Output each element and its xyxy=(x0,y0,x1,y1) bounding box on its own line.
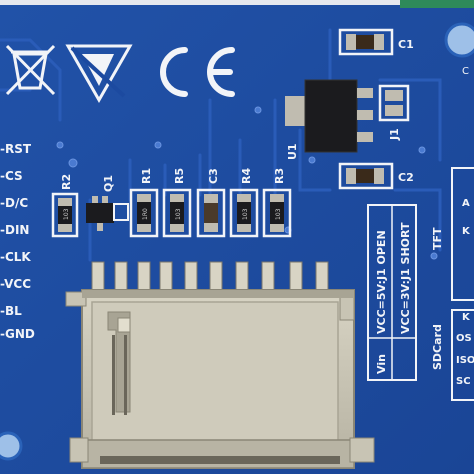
label-sdcard: SDCard xyxy=(431,324,444,370)
pin-labels: -RST -CS -D/C -DIN -CLK -VCC -BL -GND xyxy=(0,142,35,341)
pin-label-vcc: -VCC xyxy=(0,277,31,291)
resistor-r5 xyxy=(162,188,192,238)
resistor-r3-code: 103 xyxy=(275,208,282,220)
regulator-u1 xyxy=(285,79,373,153)
pin-label-rst: -RST xyxy=(0,142,32,156)
capacitor-c2 xyxy=(338,162,394,190)
mounting-hole-bottom-left xyxy=(0,431,23,461)
jumper-note-box xyxy=(367,204,417,381)
resistor-r3 xyxy=(262,188,292,238)
pcb-traces xyxy=(0,28,442,262)
resistor-r4 xyxy=(229,188,259,238)
right-edge-partial-text: A K K OS ISO SC xyxy=(456,198,474,387)
svg-text:K: K xyxy=(462,226,471,237)
svg-text:ISO: ISO xyxy=(456,355,474,366)
sd-card-slot xyxy=(65,261,375,469)
resistor-r2-code: 103 xyxy=(63,208,70,220)
jumper-note-line2: VCC=3V:J1 SHORT xyxy=(399,222,412,334)
label-r2: R2 xyxy=(60,174,73,190)
label-r5: R5 xyxy=(173,168,186,184)
label-c3: C3 xyxy=(207,168,220,184)
svg-text:OS: OS xyxy=(456,333,472,344)
resistor-r5-code: 103 xyxy=(175,208,182,220)
edge-text-c: C xyxy=(462,66,469,77)
mounting-hole-top-right xyxy=(444,22,474,58)
ce-mark xyxy=(160,47,235,97)
label-tft: TFT xyxy=(431,227,444,250)
svg-text:K: K xyxy=(462,312,471,323)
right-header-outline xyxy=(451,167,474,401)
label-c2: C2 xyxy=(398,171,414,184)
label-r3: R3 xyxy=(273,168,286,184)
resistor-r2 xyxy=(51,192,79,238)
resistor-r1 xyxy=(129,188,159,238)
label-q1: Q1 xyxy=(102,175,115,192)
svg-text:A: A xyxy=(462,198,470,209)
pin-label-dc: -D/C xyxy=(0,196,28,210)
sd-card-contacts xyxy=(91,261,329,293)
pin-label-gnd: -GND xyxy=(0,327,35,341)
svg-text:SC: SC xyxy=(456,376,471,387)
capacitor-c3 xyxy=(196,188,226,238)
jumper-note-vin: Vin xyxy=(375,354,388,374)
resistor-r1-code: 1R0 xyxy=(142,208,149,220)
esd-symbol xyxy=(65,44,133,104)
label-r4: R4 xyxy=(240,168,253,184)
resistor-r4-code: 103 xyxy=(242,208,249,220)
pin-label-cs: -CS xyxy=(0,169,23,183)
label-u1: U1 xyxy=(286,143,299,160)
transistor-q1 xyxy=(86,196,129,231)
label-c1: C1 xyxy=(398,38,414,51)
label-r1: R1 xyxy=(140,168,153,184)
edge-green-strip xyxy=(400,0,474,8)
jumper-j1 xyxy=(378,84,410,122)
capacitor-c1 xyxy=(338,28,394,56)
edge-white-strip xyxy=(0,0,400,5)
label-j1: J1 xyxy=(388,128,401,141)
pin-label-bl: -BL xyxy=(0,304,22,318)
jumper-note-line1: VCC=5V:J1 OPEN xyxy=(375,230,388,334)
pin-label-din: -DIN xyxy=(0,223,29,237)
pin-label-clk: -CLK xyxy=(0,250,31,264)
weee-symbol xyxy=(5,44,56,96)
